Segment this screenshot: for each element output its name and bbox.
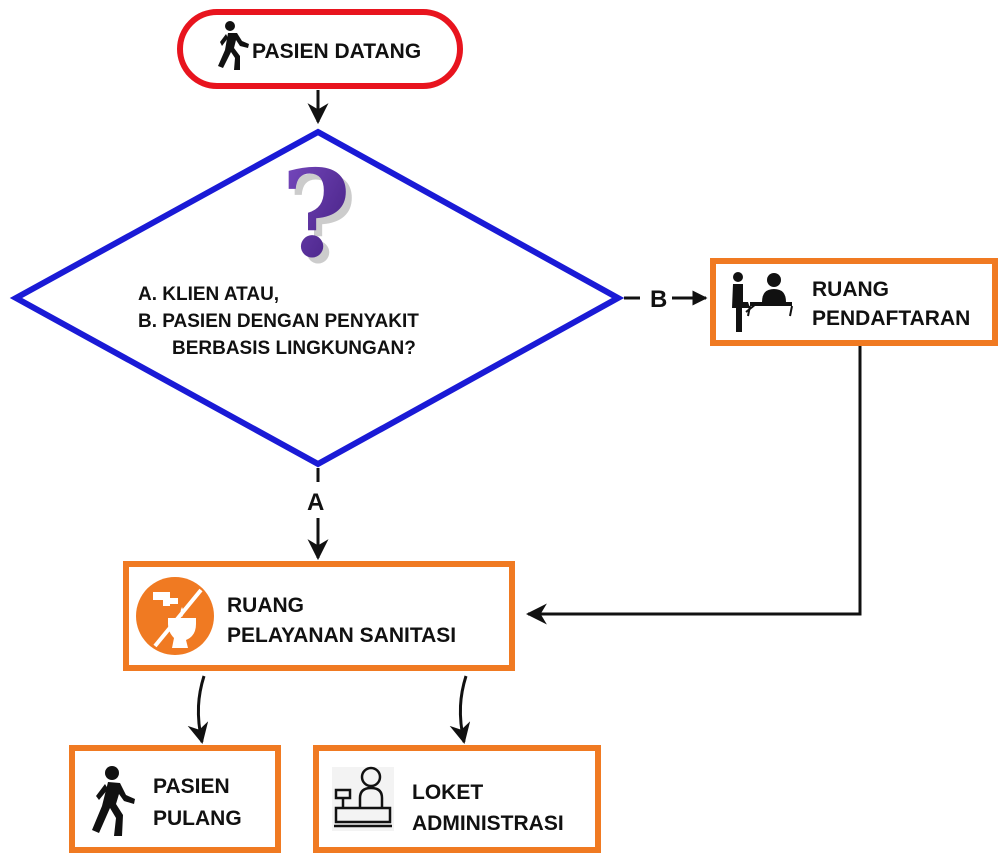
branch-a-connector: A	[307, 468, 329, 561]
registration-node: RUANG PENDAFTARAN	[710, 258, 998, 346]
arrow-sanitation-to-home	[187, 675, 209, 745]
sanitation-node: RUANG PELAYANAN SANITASI	[123, 561, 515, 671]
svg-text:?: ?	[281, 144, 351, 285]
go-home-line-1: PASIEN	[153, 775, 230, 798]
admin-node: LOKET ADMINISTRASI	[313, 745, 601, 853]
cashier-icon	[332, 766, 394, 831]
start-label: PASIEN DATANG	[252, 40, 421, 63]
start-node: PASIEN DATANG	[177, 9, 463, 89]
sanitation-icon	[136, 577, 214, 655]
start-node-border	[177, 9, 463, 89]
branch-a-label: A	[307, 489, 324, 516]
registration-line-2: PENDAFTARAN	[812, 307, 970, 330]
decision-border	[9, 128, 625, 468]
go-home-border	[69, 745, 281, 853]
go-home-line-2: PULANG	[153, 807, 242, 830]
arrow-sanitation-to-admin	[449, 675, 471, 745]
branch-b-connector: B	[624, 286, 708, 313]
question-mark-icon: ? ?	[281, 144, 357, 291]
admin-line-2: ADMINISTRASI	[412, 812, 564, 835]
registration-line-1: RUANG	[812, 278, 889, 301]
branch-b-label: B	[650, 286, 667, 313]
sanitation-line-2: PELAYANAN SANITASI	[227, 624, 456, 647]
registration-desk-icon	[732, 272, 793, 332]
go-home-node: PASIEN PULANG	[69, 745, 281, 853]
decision-line-1: A. KLIEN ATAU,	[138, 284, 279, 305]
svg-text:?: ?	[287, 150, 357, 291]
decision-line-2: B. PASIEN DENGAN PENYAKIT	[138, 311, 419, 332]
walking-person-icon	[92, 766, 135, 836]
sanitation-line-1: RUANG	[227, 594, 304, 617]
arrow-registration-to-sanitation	[525, 346, 862, 625]
admin-line-1: LOKET	[412, 781, 483, 804]
decision-line-3: BERBASIS LINGKUNGAN?	[172, 338, 416, 359]
walking-person-icon	[218, 21, 249, 70]
decision-node: ? ? A. KLIEN ATAU, B. PASIEN DENGAN PENY…	[9, 128, 625, 468]
